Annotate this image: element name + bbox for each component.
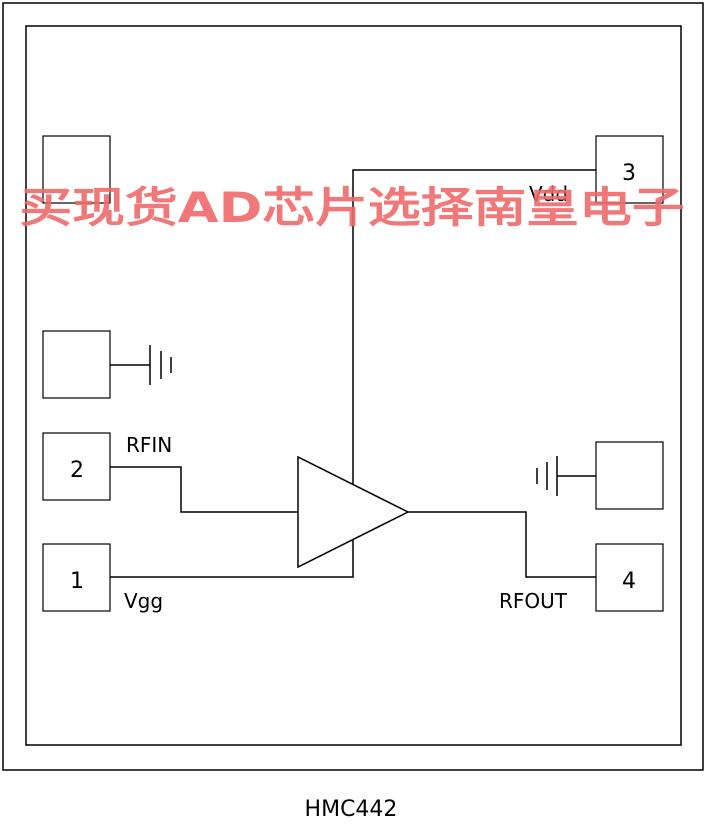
rfout-trace [408, 511, 596, 578]
ground-symbol-left [110, 345, 172, 385]
die-outline [25, 25, 682, 746]
pin3-label: Vdd [529, 182, 568, 206]
pin4-number: 4 [622, 569, 636, 594]
part-number: HMC442 [305, 797, 398, 822]
pad-top-left [42, 135, 111, 204]
vdd-trace [352, 169, 596, 485]
pad-pin3 [595, 135, 664, 204]
pad-ground-right [595, 441, 664, 510]
pin1-label: Vgg [124, 589, 163, 613]
ground-symbol-right [536, 456, 596, 496]
pad-pin2 [42, 432, 111, 501]
pin4-label: RFOUT [499, 589, 568, 613]
pad-pin1 [42, 543, 111, 612]
pad-ground-left [42, 330, 111, 399]
pin3-number: 3 [622, 161, 636, 186]
pin2-label: RFIN [126, 433, 172, 457]
vgg-trace [110, 540, 354, 578]
watermark-text: 买现货AD芯片选择南皇电子 [20, 183, 685, 232]
pin1-number: 1 [70, 569, 84, 594]
pin2-number: 2 [70, 458, 84, 483]
rfin-trace [110, 466, 298, 513]
package-outline [2, 2, 704, 771]
